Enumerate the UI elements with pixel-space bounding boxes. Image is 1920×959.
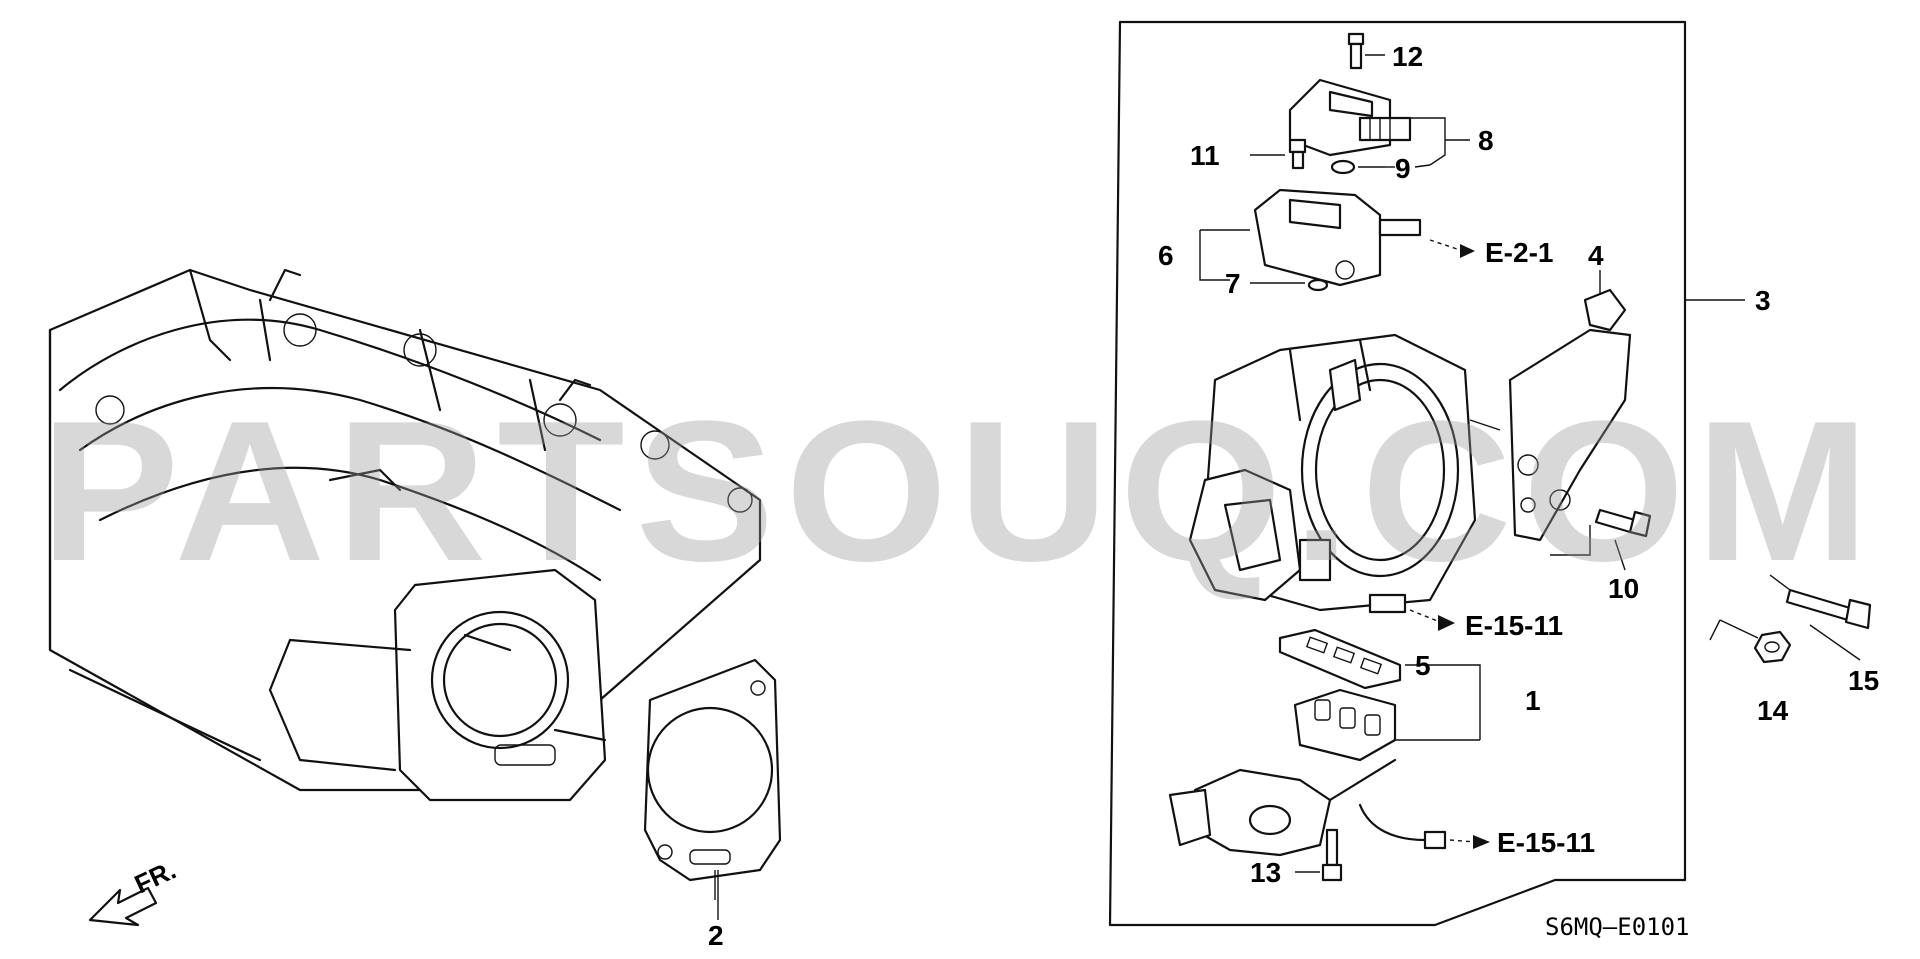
assembly-frame [1108,20,1687,927]
callout-6: 6 [1158,240,1174,271]
callout-2: 2 [708,920,724,951]
o-ring-part-9 [1330,159,1356,175]
bolt-part-13 [1295,828,1343,882]
callout-5: 5 [1415,650,1431,681]
callout-12: 12 [1392,41,1423,72]
iac-valve-part-1 [1168,688,1480,857]
bolt-part-11 [1250,138,1307,170]
callout-13: 13 [1250,857,1281,888]
callout-10: 10 [1608,573,1639,604]
bolt-part-12 [1347,32,1385,70]
leader-lines [717,139,1861,920]
bolt-part-10 [1550,508,1652,571]
gasket-part-2 [643,658,782,900]
callout-8: 8 [1478,125,1494,156]
callout-7: 7 [1225,268,1241,299]
reference-arrows [1409,239,1490,849]
gasket-part-5 [1278,628,1481,740]
washer-part-7 [1307,278,1329,292]
callout-3: 3 [1755,285,1771,316]
sensor-part-6 [1199,188,1422,287]
diagram-code: S6MQ—E0101 [1545,913,1690,941]
reference-e-2-1: E-2-1 [1485,237,1553,268]
nut-part-14 [1719,619,1792,664]
reference-e-15-11-lower: E-15-11 [1497,827,1595,858]
reference-e-15-11-upper: E-15-11 [1465,610,1563,641]
callout-14: 14 [1757,695,1789,726]
callout-15: 15 [1848,665,1879,696]
map-sensor-part-8 [1288,78,1446,166]
callout-4: 4 [1588,240,1604,271]
bolt-part-15 [1769,574,1872,630]
watermark: PARTSOUQ.COM [40,380,1880,603]
throttle-body-part-3 [1188,333,1501,614]
callout-11: 11 [1190,140,1220,171]
throttle-bracket-plate [1508,328,1632,542]
bracket-part-4 [1583,270,1627,332]
front-arrow: FR. [88,855,181,927]
intake-manifold-drawing [48,268,762,802]
callout-1: 1 [1525,685,1541,716]
callout-9: 9 [1395,153,1411,184]
